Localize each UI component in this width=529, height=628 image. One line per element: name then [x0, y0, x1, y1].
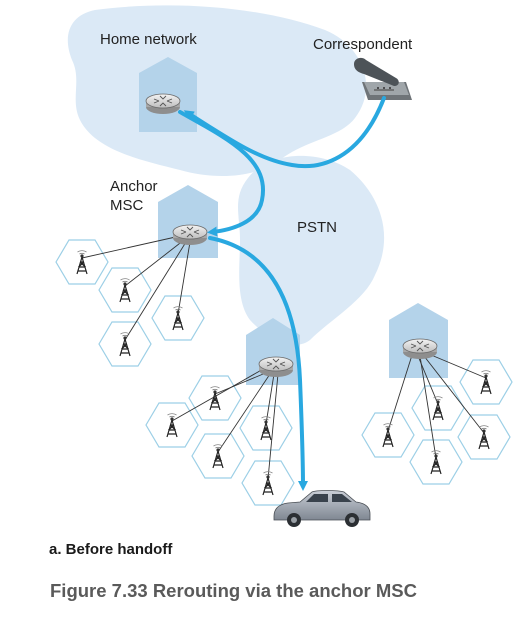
router-icon	[172, 224, 208, 246]
home-network-label: Home network	[100, 31, 197, 48]
pstn-label: PSTN	[297, 219, 337, 236]
telephone-icon	[354, 57, 412, 100]
pstn-cloud	[238, 155, 385, 345]
home-network-cloud	[67, 5, 367, 176]
building-icon	[158, 185, 218, 258]
anchor-label-line2: MSC	[110, 197, 144, 214]
car-icon	[273, 490, 371, 527]
router-icon	[145, 93, 181, 115]
router-icon	[258, 356, 294, 378]
router-icon	[402, 338, 438, 360]
figure-caption: Figure 7.33 Rerouting via the anchor MSC	[50, 580, 417, 601]
cell-grid-left	[55, 239, 205, 367]
base-station-links	[81, 235, 487, 480]
subfigure-label: a. Before handoff	[49, 541, 173, 558]
call-route-arrows	[178, 96, 386, 491]
anchor-label-line1: Anchor	[110, 178, 158, 195]
correspondent-label: Correspondent	[313, 36, 413, 53]
